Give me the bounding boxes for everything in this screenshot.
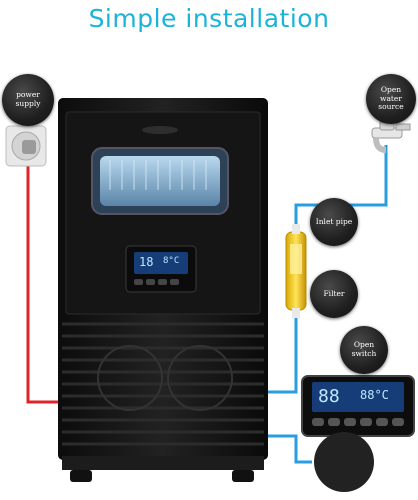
power-outlet-icon [5, 125, 47, 167]
filter-text: Filter [323, 288, 345, 298]
open-switch-label: Open switch [340, 326, 388, 374]
ice-machine [58, 98, 268, 482]
power-supply-label: power supply [2, 74, 54, 126]
water-filter-icon [285, 224, 307, 318]
water-line [264, 145, 388, 394]
open-switch-text: Open switch [351, 340, 377, 358]
water-source-text: Open water source [378, 85, 404, 112]
drain-icon [314, 432, 374, 492]
machine-display-right: 8°C [163, 256, 180, 266]
panel-display-right: 88°C [360, 388, 389, 402]
filter-label: Filter [310, 270, 358, 318]
power-supply-text: power supply [15, 90, 41, 108]
drain-line [264, 434, 312, 464]
inlet-pipe-label: Inlet pipe [310, 198, 358, 246]
inlet-pipe-text: Inlet pipe [315, 216, 353, 226]
power-line [26, 160, 60, 404]
page-title: Simple installation [88, 4, 330, 33]
machine-display-left: 18 [139, 255, 154, 269]
control-panel-icon [301, 375, 415, 437]
water-source-label: Open water source [366, 74, 416, 124]
panel-display-left: 88 [318, 386, 340, 407]
